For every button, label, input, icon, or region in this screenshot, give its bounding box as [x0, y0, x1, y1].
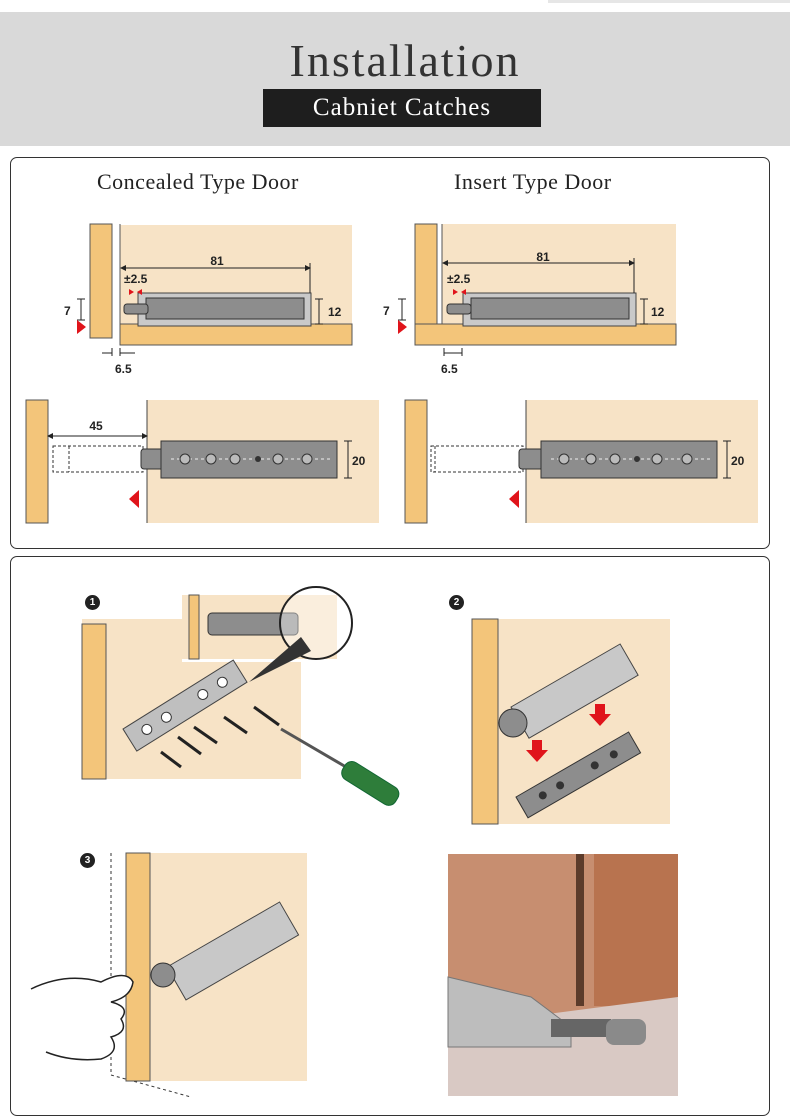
- dimensions-panel: Concealed Type Door Insert Type Door 81: [10, 157, 770, 549]
- concealed-length-label: 81: [210, 254, 224, 268]
- step-3-badge: 3: [80, 853, 95, 868]
- concealed-height-left: 7: [64, 304, 71, 318]
- page-header: Installation Cabniet Catches: [0, 12, 790, 146]
- step-1-illustration: [81, 586, 400, 806]
- insert-tolerance-label: ±2.5: [447, 272, 471, 286]
- step-2-badge: 2: [449, 595, 464, 610]
- installation-steps-panel: 1 2 3: [10, 556, 770, 1116]
- insert-height-right: 12: [651, 305, 665, 319]
- concealed-door-heading: Concealed Type Door: [97, 169, 299, 194]
- concealed-offset-label: 6.5: [115, 362, 132, 376]
- insert-length-label: 81: [536, 250, 550, 264]
- step-3-illustration: [30, 852, 307, 1098]
- concealed-travel-label: 45: [89, 419, 103, 433]
- installation-illustrations: [30, 586, 678, 1098]
- page-title: Installation: [289, 35, 521, 86]
- insert-offset-label: 6.5: [441, 362, 458, 376]
- insert-top-view: 20: [404, 399, 758, 524]
- concealed-height-right: 12: [328, 305, 342, 319]
- concealed-width-label: 20: [352, 454, 366, 468]
- insert-width-label: 20: [731, 454, 745, 468]
- insert-side-view: 81 ±2.5 7 12 6.5: [383, 223, 677, 376]
- installed-catch-photo: [447, 854, 678, 1096]
- insert-height-left: 7: [383, 304, 390, 318]
- step-1-badge: 1: [85, 595, 100, 610]
- insert-door-heading: Insert Type Door: [454, 169, 612, 194]
- concealed-tolerance-label: ±2.5: [124, 272, 148, 286]
- page-subtitle-badge: Cabniet Catches: [263, 89, 541, 127]
- top-divider-line: [548, 0, 790, 3]
- concealed-side-view: 81 ±2.5 7 12 6.5: [64, 223, 353, 376]
- concealed-top-view: 45 20: [25, 399, 379, 524]
- step-2-illustration: [471, 618, 670, 825]
- dimension-drawings: 81 ±2.5 7 12 6.5: [25, 223, 758, 524]
